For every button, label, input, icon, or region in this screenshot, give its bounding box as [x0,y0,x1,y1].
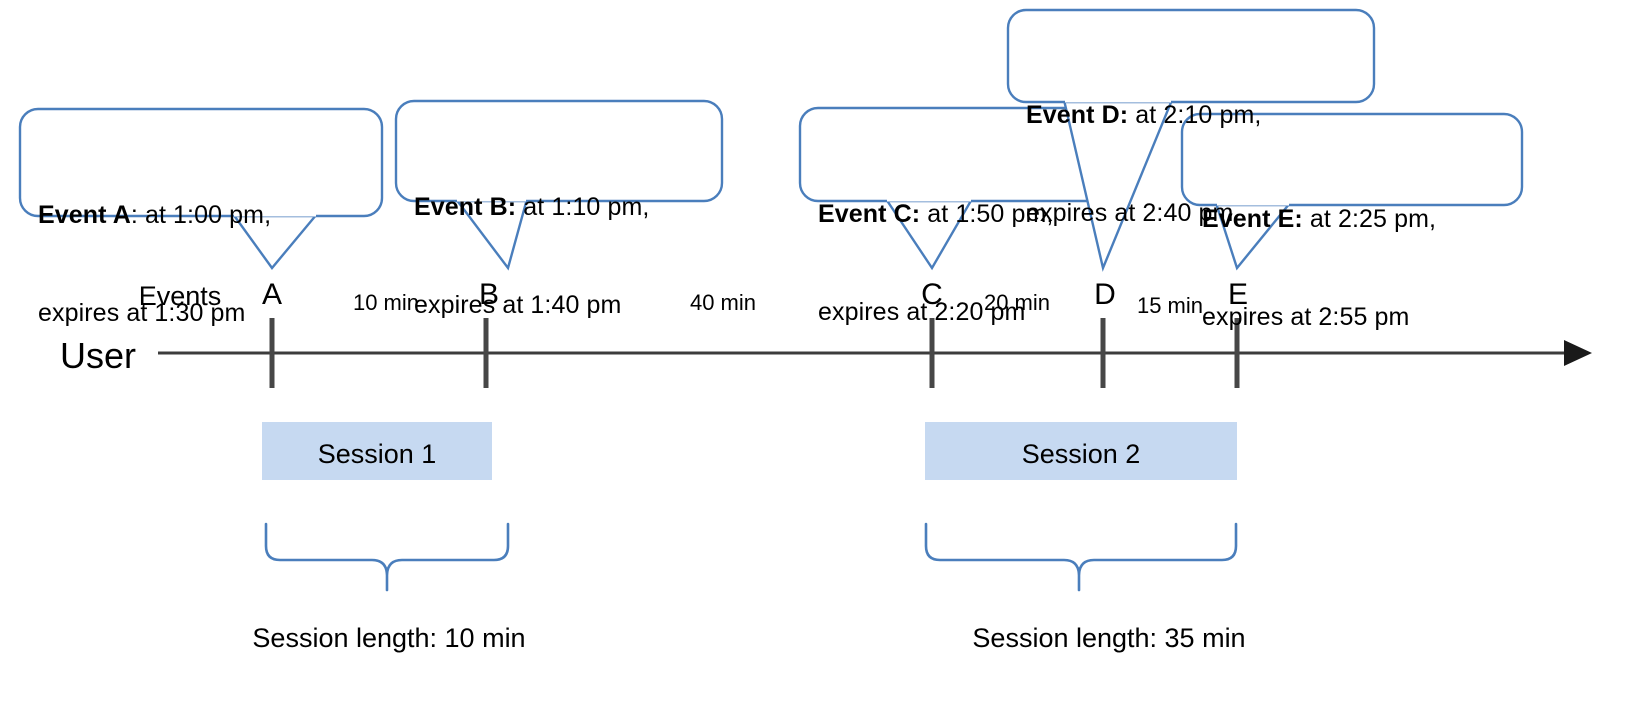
session-2-label: Session 2 [1021,439,1141,469]
callout-c-line2: expires at 2:20 pm [818,297,1026,326]
marker-label-a: A [261,278,283,311]
callout-e-line2: expires at 2:55 pm [1202,302,1410,331]
callout-event-d [1006,8,1376,272]
callout-c-title: Event C: [818,200,921,228]
callout-b-title: Event B: [414,193,517,221]
callout-e-text: Event E: at 2:25 pm, expires at 2:55 pm [1202,138,1436,398]
callout-e-line1-rest: at 2:25 pm, [1302,205,1437,233]
callout-a-title: Event A [38,201,131,229]
session-bar-2 [925,422,1237,480]
callout-a-text: Event A: at 1:00 pm, expires at 1:30 pm [38,134,271,394]
events-lane-label: Events [138,281,222,311]
callout-b-box [394,99,724,203]
callout-a-line2: expires at 1:30 pm [38,298,246,327]
session-2-length-label: Session length: 35 min [972,623,1246,653]
callout-b-text: Event B: at 1:10 pm, expires at 1:40 pm [414,126,649,386]
brace-session-1 [264,522,510,576]
marker-label-c: C [921,278,943,311]
callout-d-box [1006,8,1376,104]
session-bar-1 [262,422,492,480]
gap-label-d-e: 15 min [1136,293,1204,318]
session-1-length-label: Session length: 10 min [252,623,526,653]
session-1-label: Session 1 [317,439,437,469]
callout-d-title: Event D: [1026,101,1129,129]
marker-label-d: D [1094,278,1116,311]
marker-label-b: B [478,278,500,311]
gap-label-c-d: 20 min [983,290,1051,315]
callout-event-a [18,107,384,270]
marker-label-e: E [1227,278,1249,311]
callout-c-text: Event C: at 1:50 pm, expires at 2:20 pm [818,133,1053,393]
callout-b-line2: expires at 1:40 pm [414,290,622,319]
callout-b-line1-rest: at 1:10 pm, [516,193,650,221]
callout-a-line1-rest: : at 1:00 pm, [130,201,272,229]
gap-label-a-b: 10 min [352,290,420,315]
brace-session-2 [924,522,1238,576]
gap-label-b-c: 40 min [689,290,757,315]
callout-e-box [1180,112,1524,207]
callout-a-box [18,107,384,218]
callout-event-e [1180,112,1524,271]
callout-d-line2: expires at 2:40 pm [1026,198,1234,227]
user-lane-label: User [60,335,137,376]
callout-d-line1-rest: at 2:10 pm, [1128,101,1262,129]
callout-event-b [394,99,724,271]
callout-c-line1-rest: at 1:50 pm, [920,200,1054,228]
timeline-arrow-icon [1564,340,1592,366]
callout-d-text: Event D: at 2:10 pm, expires at 2:40 pm [1026,34,1261,294]
callout-e-title: Event E: [1202,205,1303,233]
